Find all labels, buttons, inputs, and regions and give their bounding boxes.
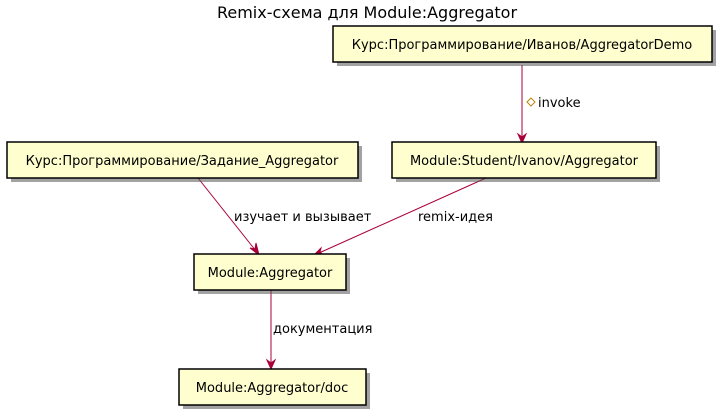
node-student-aggregator-label: Module:Student/Ivanov/Aggregator [410,154,639,169]
node-task-aggregator-label: Курс:Программирование/Задание_Aggregator [26,154,339,169]
node-aggregator-doc-label: Module:Aggregator/doc [196,381,348,396]
node-module-aggregator-label: Module:Aggregator [208,266,333,281]
node-aggregator-demo: Курс:Программирование/Иванов/AggregatorD… [332,25,716,66]
edge-label-documentation: документация [273,322,372,337]
node-module-aggregator: Module:Aggregator [193,253,350,294]
edge-label-invoke: invoke [538,96,581,111]
edge-label-remix-idea: remix-идея [418,210,493,225]
node-student-aggregator: Module:Student/Ivanov/Aggregator [391,141,660,182]
diagram-title: Remix-схема для Module:Aggregator [217,3,518,22]
node-aggregator-doc: Module:Aggregator/doc [178,368,370,409]
edge-aggregator-to-doc [265,290,277,371]
node-task-aggregator: Курс:Программирование/Задание_Aggregator [6,141,362,182]
edge-demo-to-student-label-group: invoke [526,96,581,111]
edge-label-studies-and-calls: изучает и вызывает [234,210,372,225]
edge-task-to-aggregator [197,177,260,257]
diamond-icon [526,97,536,107]
node-aggregator-demo-label: Курс:Программирование/Иванов/AggregatorD… [352,38,693,53]
edge-demo-to-student [516,65,528,145]
